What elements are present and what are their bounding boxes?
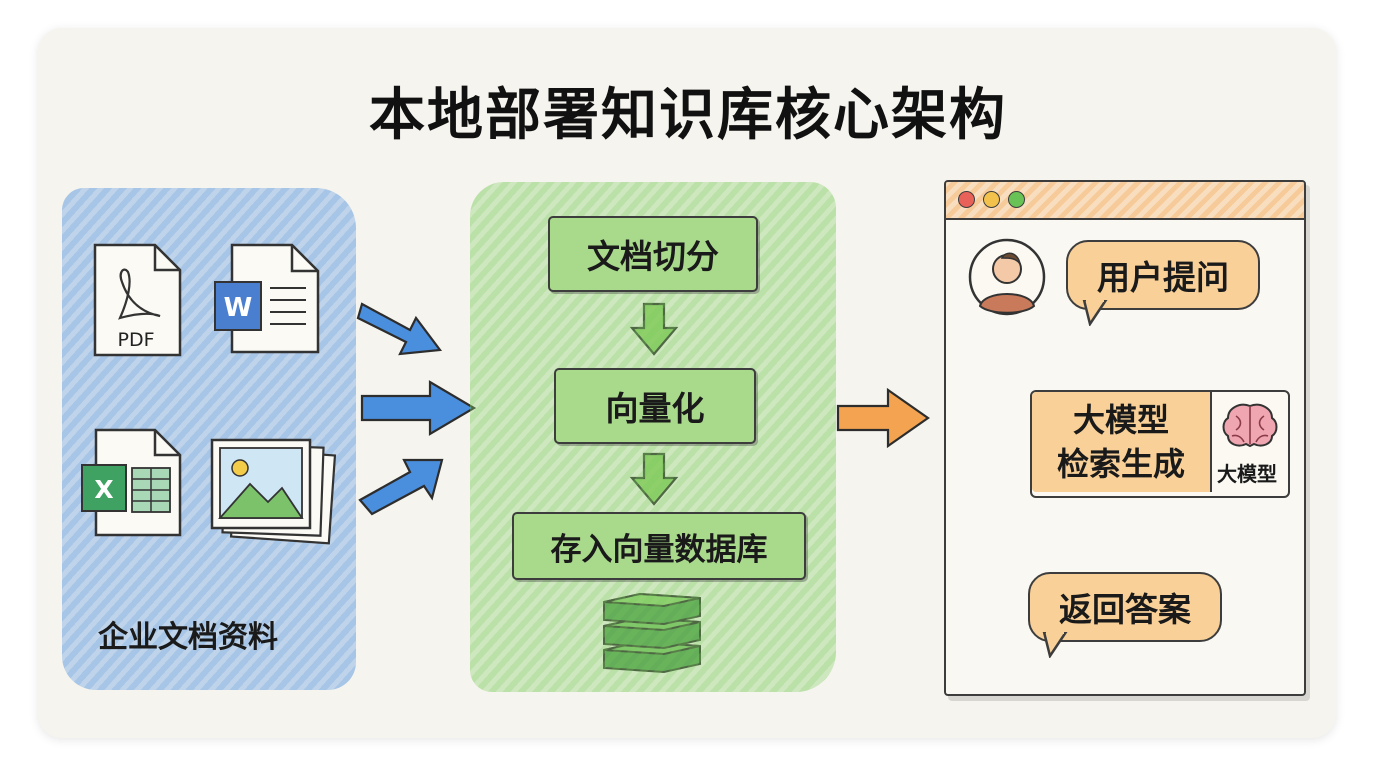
green-arrow-2: [629, 452, 679, 506]
brain-icon: [1222, 403, 1278, 448]
blue-arrow-middle: [360, 380, 477, 436]
answer-bubble-tail: [1042, 632, 1068, 658]
llm-retrieval-text: 大模型 检索生成: [1032, 392, 1212, 492]
step-vectorize: 向量化: [554, 368, 756, 444]
orange-arrow-right: [836, 387, 930, 449]
window-title-bar: [946, 182, 1304, 220]
excel-label: X: [94, 475, 113, 504]
llm-retrieval-box: 大模型 检索生成 大模型: [1030, 390, 1290, 498]
blue-arrow-upper: [356, 302, 443, 356]
llm-line-1: 大模型: [1072, 401, 1169, 439]
diagram-title: 本地部署知识库核心架构: [369, 83, 1007, 148]
pdf-file-icon: PDF: [93, 243, 182, 357]
blue-arrow-lower: [358, 458, 444, 516]
word-file-icon: W: [214, 243, 320, 354]
step-document-split: 文档切分: [548, 216, 758, 292]
documents-label: 企业文档资料: [98, 620, 278, 655]
window-close-dot: [958, 191, 975, 208]
window-minimize-dot: [983, 191, 1000, 208]
pdf-label: PDF: [117, 329, 154, 351]
bubble-tail: [1082, 300, 1108, 326]
llm-badge-label: 大模型: [1217, 462, 1277, 486]
llm-line-2: 检索生成: [1056, 445, 1185, 483]
user-avatar-icon: [968, 238, 1046, 316]
word-label: W: [224, 293, 253, 323]
window-maximize-dot: [1008, 191, 1025, 208]
image-file-icon: [210, 438, 337, 545]
user-question-bubble: 用户提问: [1066, 240, 1260, 310]
database-stack-icon: [603, 592, 701, 674]
step-store-vector-db: 存入向量数据库: [512, 512, 806, 580]
green-arrow-1: [629, 302, 679, 356]
excel-file-icon: X: [81, 428, 182, 537]
answer-bubble: 返回答案: [1028, 572, 1222, 642]
